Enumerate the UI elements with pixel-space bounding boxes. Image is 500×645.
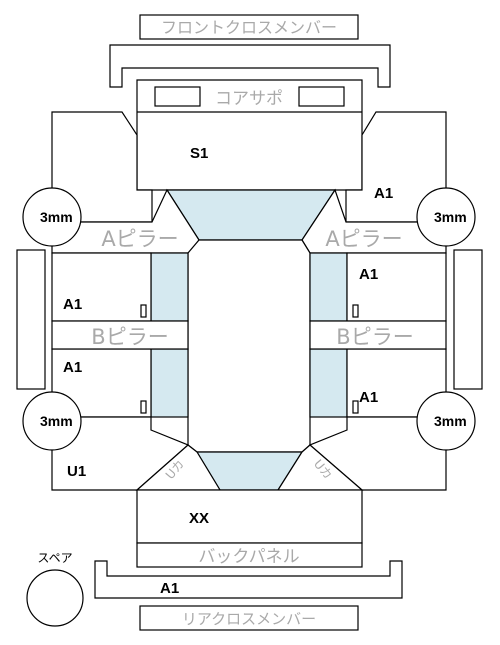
roof-panel: [187, 239, 311, 453]
tire-rear-left-depth: 3mm: [40, 413, 73, 429]
rear-cross-member-bracket: [94, 560, 403, 599]
tire-front-right[interactable]: [416, 187, 476, 247]
rear-door-right-handle: [352, 400, 359, 414]
front-cross-member-label-box: [139, 14, 359, 40]
spare-tire[interactable]: [26, 569, 84, 627]
right-front-fender-grade: A1: [374, 185, 393, 202]
tire-rear-right-depth: 3mm: [434, 413, 467, 429]
trunk-lid[interactable]: [136, 489, 363, 544]
core-support-grade: S1: [190, 145, 208, 162]
rear-door-right-grade: A1: [359, 389, 378, 406]
rear-door-left-grade: A1: [63, 359, 82, 376]
side-sill-left[interactable]: [16, 249, 46, 390]
b-pillar-left-label: Bピラー: [91, 325, 168, 349]
trunk-grade: XX: [189, 510, 209, 527]
tire-rear-left[interactable]: [22, 391, 82, 451]
tire-front-right-depth: 3mm: [434, 209, 467, 225]
front-door-left-grade: A1: [63, 296, 82, 313]
window-front-right[interactable]: [309, 252, 348, 322]
b-pillar-left: [51, 320, 189, 350]
a-pillar-right-label: Aピラー: [325, 227, 402, 251]
rear-cross-member-label: リアクロスメンバー: [182, 610, 316, 628]
back-panel[interactable]: [136, 542, 363, 568]
front-door-right[interactable]: [346, 252, 447, 322]
rear-cross-member-label-box: [139, 605, 359, 631]
core-support-slot-left: [154, 86, 201, 107]
tire-rear-right[interactable]: [416, 391, 476, 451]
window-front-left[interactable]: [150, 252, 189, 322]
front-door-right-handle: [352, 304, 359, 318]
window-rear-right[interactable]: [309, 348, 348, 418]
right-front-fender: [345, 111, 447, 223]
rear-quarter-left-grade: U1: [67, 463, 86, 480]
front-cross-member-bracket: [109, 44, 391, 88]
b-pillar-right-label: Bピラー: [336, 325, 413, 349]
rear-door-left-handle: [140, 400, 147, 414]
b-pillar-right: [309, 320, 447, 350]
spare-label: スペア: [37, 551, 72, 565]
a-pillar-left-label: Aピラー: [101, 227, 178, 251]
front-cross-member-label: フロントクロスメンバー: [161, 18, 337, 37]
tire-front-left-depth: 3mm: [40, 209, 73, 225]
front-door-right-grade: A1: [359, 266, 378, 283]
rear-cross-member-grade: A1: [160, 580, 179, 597]
back-panel-label: バックパネル: [198, 547, 299, 567]
core-support-slot-right: [298, 86, 345, 107]
window-rear-left[interactable]: [150, 348, 189, 418]
side-sill-right[interactable]: [453, 249, 483, 390]
tire-front-left[interactable]: [22, 187, 82, 247]
front-door-left-handle: [140, 304, 147, 318]
core-support-label: コアサポ: [215, 89, 283, 109]
